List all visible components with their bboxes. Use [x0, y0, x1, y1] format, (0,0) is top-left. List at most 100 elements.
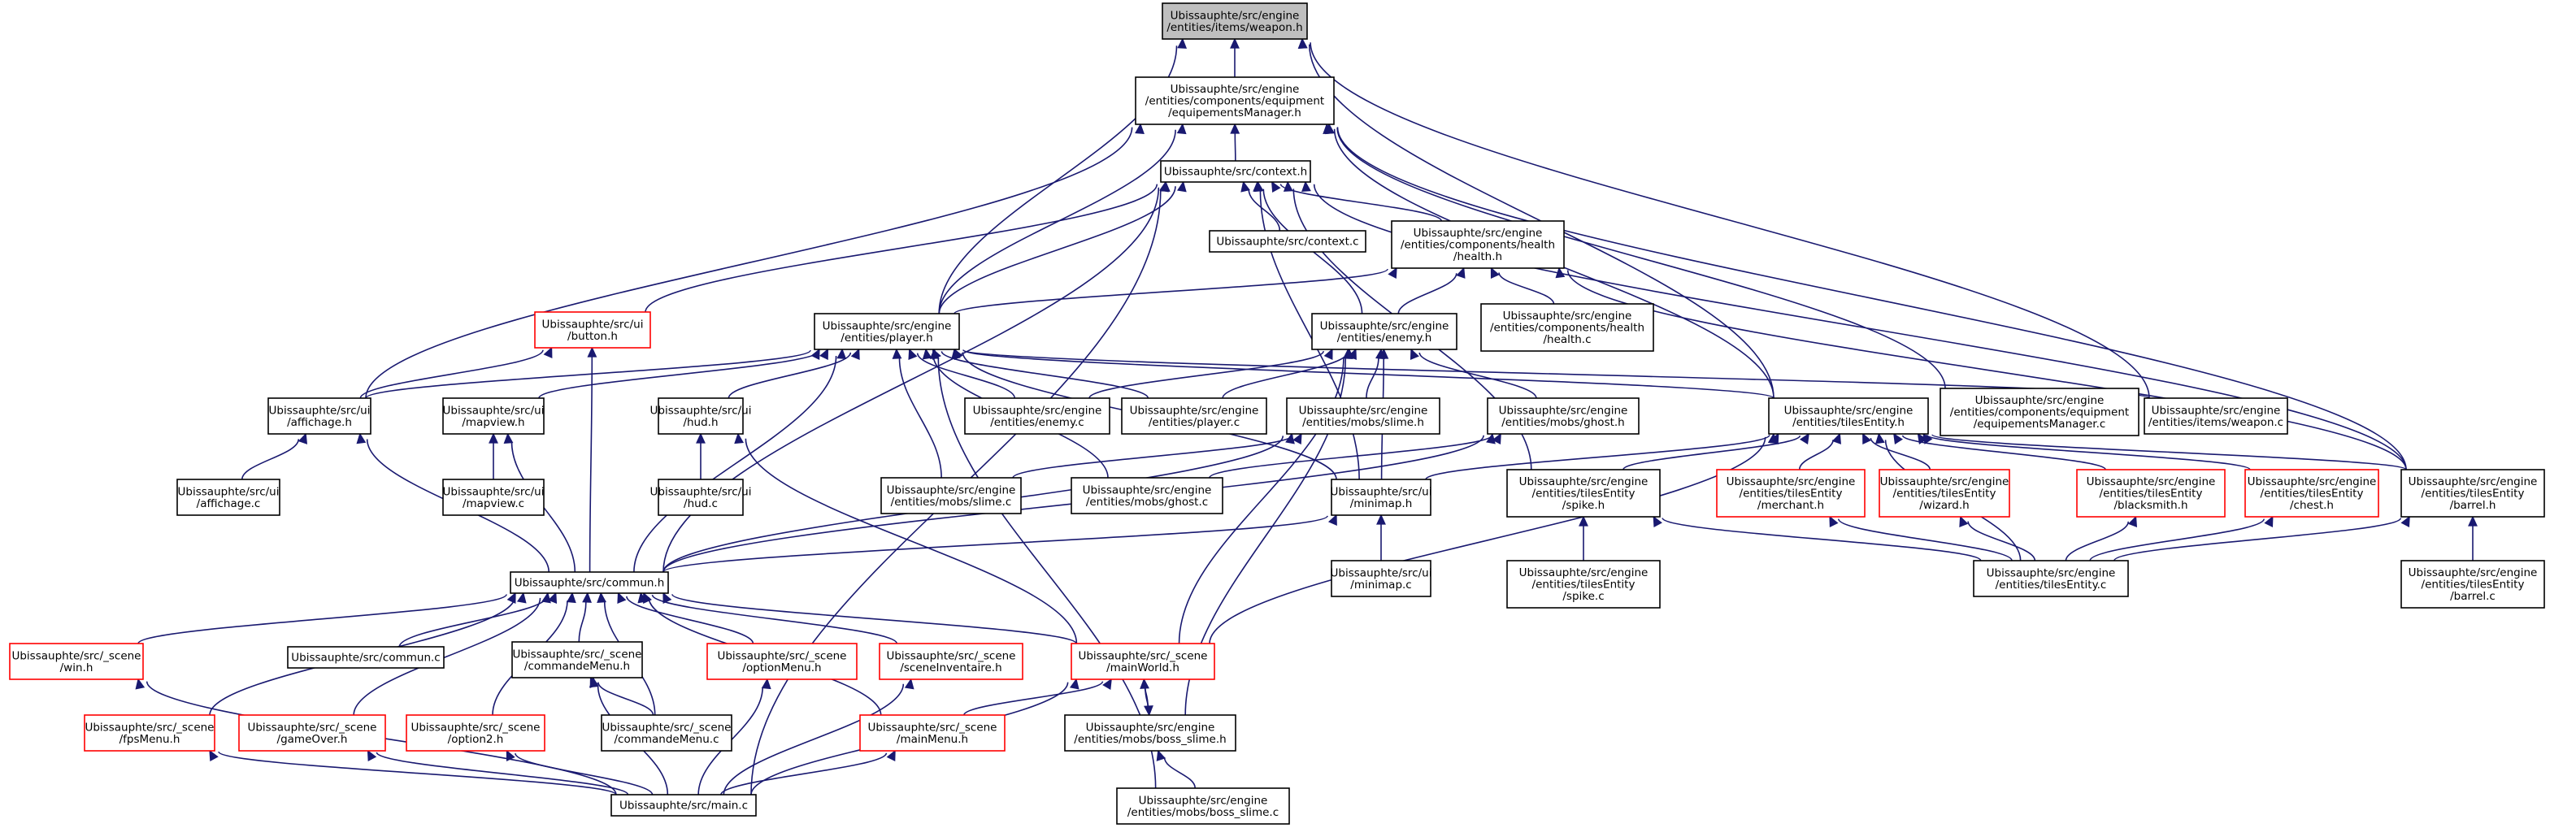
node-barrel-h[interactable]: Ubissauphte/src/engine/entities/tilesEnt…: [2400, 469, 2545, 518]
node-label-line: Ubissauphte/src/commun.c: [291, 652, 440, 665]
node-affichage-h[interactable]: Ubissauphte/src/ui/affichage.h: [267, 397, 371, 435]
edge-barrel-h-to-context-h: [1301, 180, 2407, 470]
node-slime-h[interactable]: Ubissauphte/src/engine/entities/mobs/sli…: [1286, 397, 1440, 435]
node-barrel-c[interactable]: Ubissauphte/src/engine/entities/tilesEnt…: [2400, 560, 2545, 609]
node-player-c[interactable]: Ubissauphte/src/engine/entities/player.c: [1121, 397, 1267, 435]
node-hud-c[interactable]: Ubissauphte/src/ui/hud.c: [650, 479, 752, 516]
node-ghost-h[interactable]: Ubissauphte/src/engine/entities/mobs/gho…: [1487, 397, 1640, 435]
edge-mainworld-h-to-bossslime-h: [1143, 678, 1153, 717]
node-label-line: /merchant.h: [1757, 499, 1824, 512]
node-spike-c[interactable]: Ubissauphte/src/engine/entities/tilesEnt…: [1506, 560, 1661, 609]
node-affichage-c[interactable]: Ubissauphte/src/ui/affichage.c: [176, 479, 280, 516]
node-box: [1311, 313, 1457, 350]
node-commun-h[interactable]: Ubissauphte/src/commun.h: [510, 571, 669, 594]
edge-ghost-h-to-enemy-h: [1410, 348, 1537, 399]
node-label-line: /equipementsManager.c: [1974, 418, 2106, 431]
node-enemy-c[interactable]: Ubissauphte/src/engine/entities/enemy.c: [964, 397, 1110, 435]
node-weapon-c[interactable]: Ubissauphte/src/engine/entities/items/we…: [2144, 397, 2288, 435]
node-box: [1940, 388, 2139, 436]
node-tiles-c[interactable]: Ubissauphte/src/engine/entities/tilesEnt…: [1973, 560, 2129, 597]
node-label-line: /entities/tilesEntity: [1740, 488, 1843, 501]
edge-commun-h-to-button-h: [587, 346, 597, 573]
node-layer: Ubissauphte/src/engine/entities/items/we…: [9, 2, 2545, 825]
node-box: [1716, 469, 1866, 518]
node-label-line: /mapview.c: [463, 497, 524, 510]
node-label-line: Ubissauphte/src/engine: [1139, 794, 1268, 807]
node-equip-h[interactable]: Ubissauphte/src/engine/entities/componen…: [1135, 76, 1335, 125]
node-label-line: /minimap.c: [1350, 579, 1411, 592]
edge-tiles-h-to-player-h: [954, 348, 1775, 399]
node-box: [84, 714, 215, 752]
node-mainmenu-h[interactable]: Ubissauphte/src/_scene/mainMenu.h: [859, 714, 1006, 752]
node-label-line: Ubissauphte/src/engine: [1320, 319, 1449, 332]
node-context-c[interactable]: Ubissauphte/src/context.c: [1209, 230, 1366, 253]
node-chest-h[interactable]: Ubissauphte/src/engine/entities/tilesEnt…: [2244, 469, 2379, 518]
node-win-h[interactable]: Ubissauphte/src/_scene/win.h: [9, 643, 144, 680]
node-spike-h[interactable]: Ubissauphte/src/engine/entities/tilesEnt…: [1506, 469, 1661, 518]
node-label-line: /entities/items/weapon.c: [2148, 416, 2283, 429]
node-tiles-h[interactable]: Ubissauphte/src/engine/entities/tilesEnt…: [1768, 397, 1929, 435]
node-context-h[interactable]: Ubissauphte/src/context.h: [1160, 160, 1311, 183]
node-merchant-h[interactable]: Ubissauphte/src/engine/entities/tilesEnt…: [1716, 469, 1866, 518]
node-player-h[interactable]: Ubissauphte/src/engine/entities/player.h: [814, 313, 960, 350]
node-bossslime-c[interactable]: Ubissauphte/src/engine/entities/mobs/bos…: [1116, 787, 1290, 825]
edge-player-h-to-context-h: [938, 180, 1187, 314]
edge-player-h-to-equip-h: [938, 123, 1187, 314]
edge-chest-h-to-tiles-h: [1917, 432, 2251, 470]
node-label-line: /blacksmith.h: [2113, 499, 2187, 512]
node-label-line: /entities/enemy.c: [990, 416, 1084, 429]
edge-player-c-to-enemy-h: [1222, 348, 1357, 399]
node-optionmenu-h[interactable]: Ubissauphte/src/_scene/optionMenu.h: [706, 643, 858, 680]
node-label-line: Ubissauphte/src/ui: [269, 404, 371, 417]
node-mapview-h[interactable]: Ubissauphte/src/ui/mapview.h: [442, 397, 545, 435]
node-main-c[interactable]: Ubissauphte/src/main.c: [610, 794, 757, 817]
node-enemy-h[interactable]: Ubissauphte/src/engine/entities/enemy.h: [1311, 313, 1457, 350]
node-box: [964, 397, 1110, 435]
node-label-line: Ubissauphte/src/engine: [2087, 475, 2216, 488]
node-label-line: Ubissauphte/src/engine: [1987, 566, 2116, 579]
node-cmdmenu-c[interactable]: Ubissauphte/src/_scene/commandeMenu.c: [601, 714, 732, 752]
node-label-line: Ubissauphte/src/engine: [823, 319, 952, 332]
node-slime-c[interactable]: Ubissauphte/src/engine/entities/mobs/sli…: [880, 477, 1022, 514]
node-minimap-h[interactable]: Ubissauphte/src/ui/minimap.h: [1331, 479, 1432, 516]
edge-hud-c-to-hud-h: [696, 432, 706, 479]
edge-enemy-c-to-enemy-h: [1088, 348, 1333, 399]
node-label-line: /win.h: [60, 661, 93, 674]
node-label-line: /entities/tilesEntity: [2261, 488, 2364, 501]
edge-mainworld-h-to-tiles-h: [1209, 432, 1778, 644]
node-label-line: /sceneInventaire.h: [900, 661, 1001, 674]
edge-mainworld-h-to-hud-h: [734, 432, 1078, 644]
node-commun-c[interactable]: Ubissauphte/src/commun.c: [287, 646, 445, 669]
node-health-c[interactable]: Ubissauphte/src/engine/entities/componen…: [1480, 303, 1654, 352]
node-box: [2144, 397, 2288, 435]
edge-barrel-c-to-barrel-h: [2468, 515, 2478, 561]
node-gameover-h[interactable]: Ubissauphte/src/_scene/gameOver.h: [238, 714, 386, 752]
node-label-line: /commandeMenu.h: [524, 660, 630, 673]
node-button-h[interactable]: Ubissauphte/src/ui/button.h: [534, 311, 651, 349]
node-bossslime-h[interactable]: Ubissauphte/src/engine/entities/mobs/bos…: [1064, 714, 1236, 752]
node-label-line: /barrel.c: [2450, 590, 2496, 603]
edge-slime-c-to-player-h: [892, 348, 942, 479]
node-cmdmenu-h[interactable]: Ubissauphte/src/_scene/commandeMenu.h: [511, 641, 643, 678]
node-minimap-c[interactable]: Ubissauphte/src/ui/minimap.c: [1331, 560, 1432, 597]
node-label-line: /barrel.h: [2450, 499, 2496, 512]
node-label-line: Ubissauphte/src/_scene: [512, 648, 641, 661]
node-mainworld-h[interactable]: Ubissauphte/src/_scene/mainWorld.h: [1071, 643, 1215, 680]
node-hud-h[interactable]: Ubissauphte/src/ui/hud.h: [650, 397, 752, 435]
node-option2-h[interactable]: Ubissauphte/src/_scene/option2.h: [406, 714, 545, 752]
node-health-h[interactable]: Ubissauphte/src/engine/entities/componen…: [1391, 220, 1565, 269]
node-label-line: /entities/enemy.h: [1337, 332, 1432, 345]
node-label-line: Ubissauphte/src/engine: [1519, 566, 1649, 579]
node-inventaire-h[interactable]: Ubissauphte/src/_scene/sceneInventaire.h: [879, 643, 1023, 680]
node-fpsmenu-h[interactable]: Ubissauphte/src/_scene/fpsMenu.h: [84, 714, 215, 752]
node-mapview-c[interactable]: Ubissauphte/src/ui/mapview.c: [442, 479, 545, 516]
node-ghost-c[interactable]: Ubissauphte/src/engine/entities/mobs/gho…: [1071, 477, 1223, 514]
edge-weapon-c-to-weapon-h: [1297, 37, 2150, 399]
node-label-line: Ubissauphte/src/ui: [443, 485, 545, 498]
node-box: [267, 397, 371, 435]
node-equip-c[interactable]: Ubissauphte/src/engine/entities/componen…: [1940, 388, 2139, 436]
node-weapon-h[interactable]: Ubissauphte/src/engine/entities/items/we…: [1162, 2, 1308, 40]
node-blacksmith-h[interactable]: Ubissauphte/src/engine/entities/tilesEnt…: [2076, 469, 2226, 518]
node-wizard-h[interactable]: Ubissauphte/src/engine/entities/tilesEnt…: [1879, 469, 2010, 518]
node-label-line: /health.c: [1544, 333, 1592, 346]
